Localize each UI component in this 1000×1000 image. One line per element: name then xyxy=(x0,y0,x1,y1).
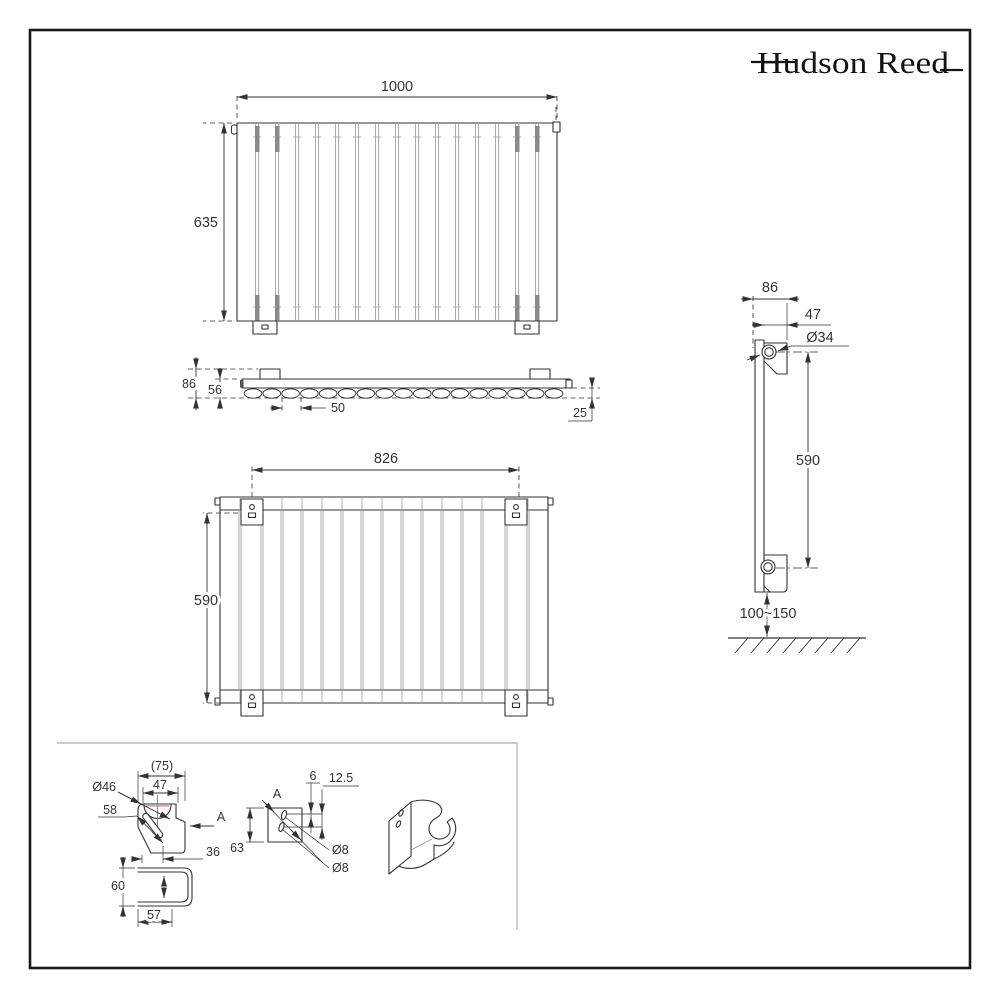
sheet-border xyxy=(28,28,972,970)
front-view: 1000 635 xyxy=(194,79,561,335)
dim-side-depth: 86 xyxy=(762,280,778,296)
dim-plan-body: 56 xyxy=(208,383,222,397)
bracket-front-detail: (75) 47 Ø46 58 A 36 xyxy=(92,759,226,863)
bracket-details-panel: (75) 47 Ø46 58 A 36 60 xyxy=(57,742,518,930)
dim-section-pitch: 12.5 xyxy=(329,771,353,785)
label-section-a: A xyxy=(217,810,226,824)
side-collar-top xyxy=(761,344,777,360)
dim-bracket-inner: 47 xyxy=(153,778,167,792)
plan-bracket-left xyxy=(259,368,281,380)
dim-bracket-slot: 58 xyxy=(103,803,117,817)
dim-side-floor: 100~150 xyxy=(740,606,797,622)
plan-view: 86 56 50 25 xyxy=(179,357,600,422)
plan-bracket-right xyxy=(529,368,551,380)
dim-plan-tube: 25 xyxy=(573,406,587,420)
dim-front-height: 635 xyxy=(194,215,218,231)
rear-view: 826 590 xyxy=(191,451,554,717)
bracket-iso-detail xyxy=(388,799,457,875)
radiator-front-body xyxy=(236,122,558,322)
front-bottom-bracket-right xyxy=(514,320,540,335)
ground-hatch xyxy=(728,637,866,654)
plan-rear-panel xyxy=(241,378,571,389)
rear-wall-brackets xyxy=(240,498,528,717)
dim-section-hole2: Ø8 xyxy=(332,861,349,875)
air-vent-plug-left xyxy=(230,124,238,135)
dim-section-gap: 6 xyxy=(310,769,317,783)
front-bracket-marks xyxy=(255,126,540,321)
brand-logo: Hudson Reed xyxy=(751,45,963,80)
dim-side-offset: 47 xyxy=(805,307,821,323)
dim-side-collar: Ø34 xyxy=(806,330,833,346)
dim-rear-rise: 590 xyxy=(194,593,218,609)
details-frame xyxy=(57,742,518,930)
bracket-section-detail: A Ø8 Ø8 63 6 12.5 xyxy=(230,769,359,875)
dim-profile-depth: 57 xyxy=(147,908,161,922)
air-vent-plug-right xyxy=(552,121,561,133)
plan-tube-row xyxy=(243,388,564,399)
front-bottom-bracket-left xyxy=(252,320,278,335)
label-section-a2: A xyxy=(273,787,282,801)
dim-plan-depth: 86 xyxy=(182,377,196,391)
side-collar-bottom xyxy=(760,559,776,575)
dim-section-height: 63 xyxy=(230,841,244,855)
dim-side-span: 590 xyxy=(796,453,820,469)
dim-section-hole1: Ø8 xyxy=(332,843,349,857)
dim-plan-pitch: 50 xyxy=(331,401,345,415)
dim-profile-height: 60 xyxy=(111,879,125,893)
radiator-rear-body xyxy=(219,496,549,704)
dim-bracket-width: (75) xyxy=(151,759,173,773)
bracket-profile-detail: 60 57 xyxy=(108,857,193,927)
dim-bracket-base: 36 xyxy=(206,845,220,859)
side-view: 86 47 Ø34 590 100~150 xyxy=(728,280,866,654)
rear-corner-caps xyxy=(214,497,554,706)
dim-rear-span: 826 xyxy=(374,451,398,467)
dim-bracket-bore: Ø46 xyxy=(92,780,116,794)
dim-front-width: 1000 xyxy=(381,79,413,95)
